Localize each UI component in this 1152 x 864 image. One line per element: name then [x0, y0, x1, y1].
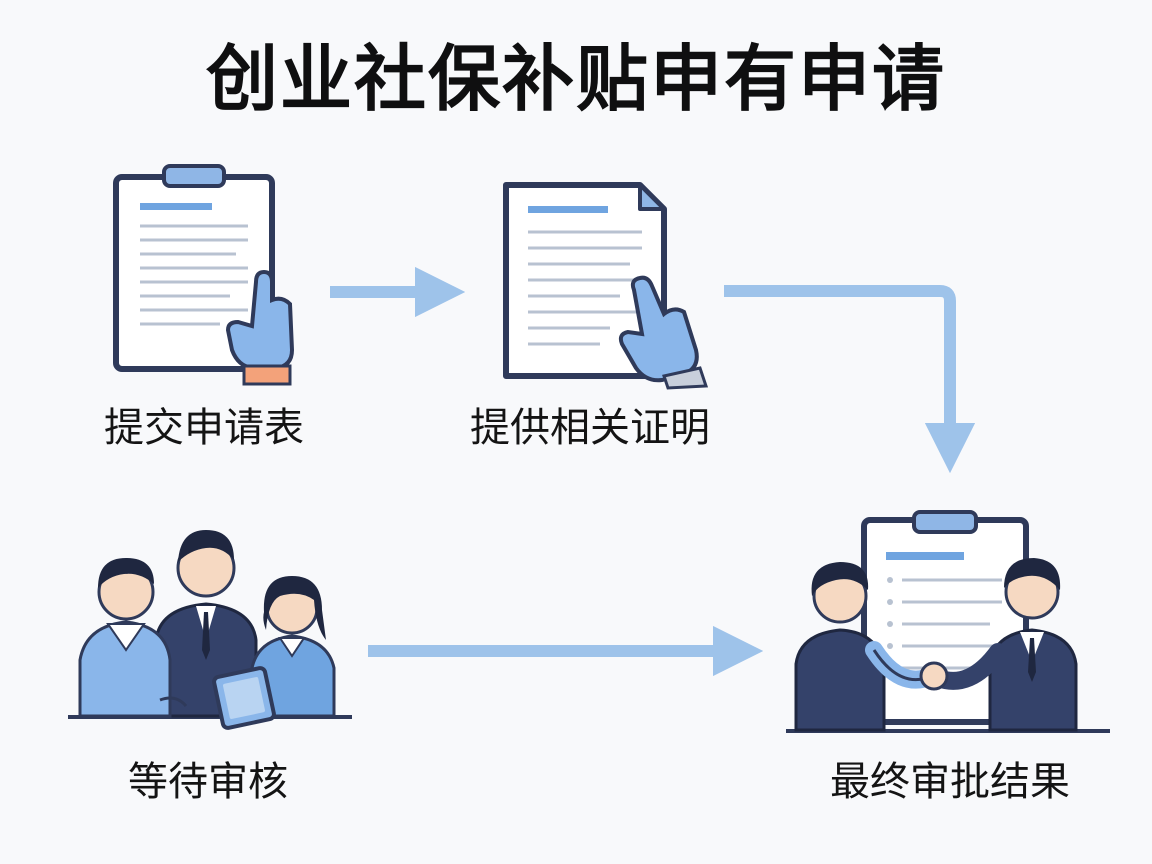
pointing-hand-icon — [618, 275, 709, 390]
document-icon — [503, 182, 667, 379]
step-label-final-result: 最终审批结果 — [830, 759, 1070, 805]
waiting-people-icon — [68, 530, 352, 730]
handshake-people-icon — [786, 558, 1110, 733]
tablet-icon — [212, 666, 276, 730]
arrow-step2-to-step4 — [724, 285, 976, 474]
person-right — [250, 576, 336, 718]
pointing-hand-icon — [225, 269, 295, 386]
step-label-submit-form: 提交申请表 — [104, 405, 304, 451]
page-title: 创业社保补贴申有申请 — [205, 37, 946, 121]
step-label-provide-proof: 提供相关证明 — [470, 405, 710, 451]
person-left — [78, 558, 188, 718]
step-label-await-review: 等待审核 — [128, 759, 288, 805]
